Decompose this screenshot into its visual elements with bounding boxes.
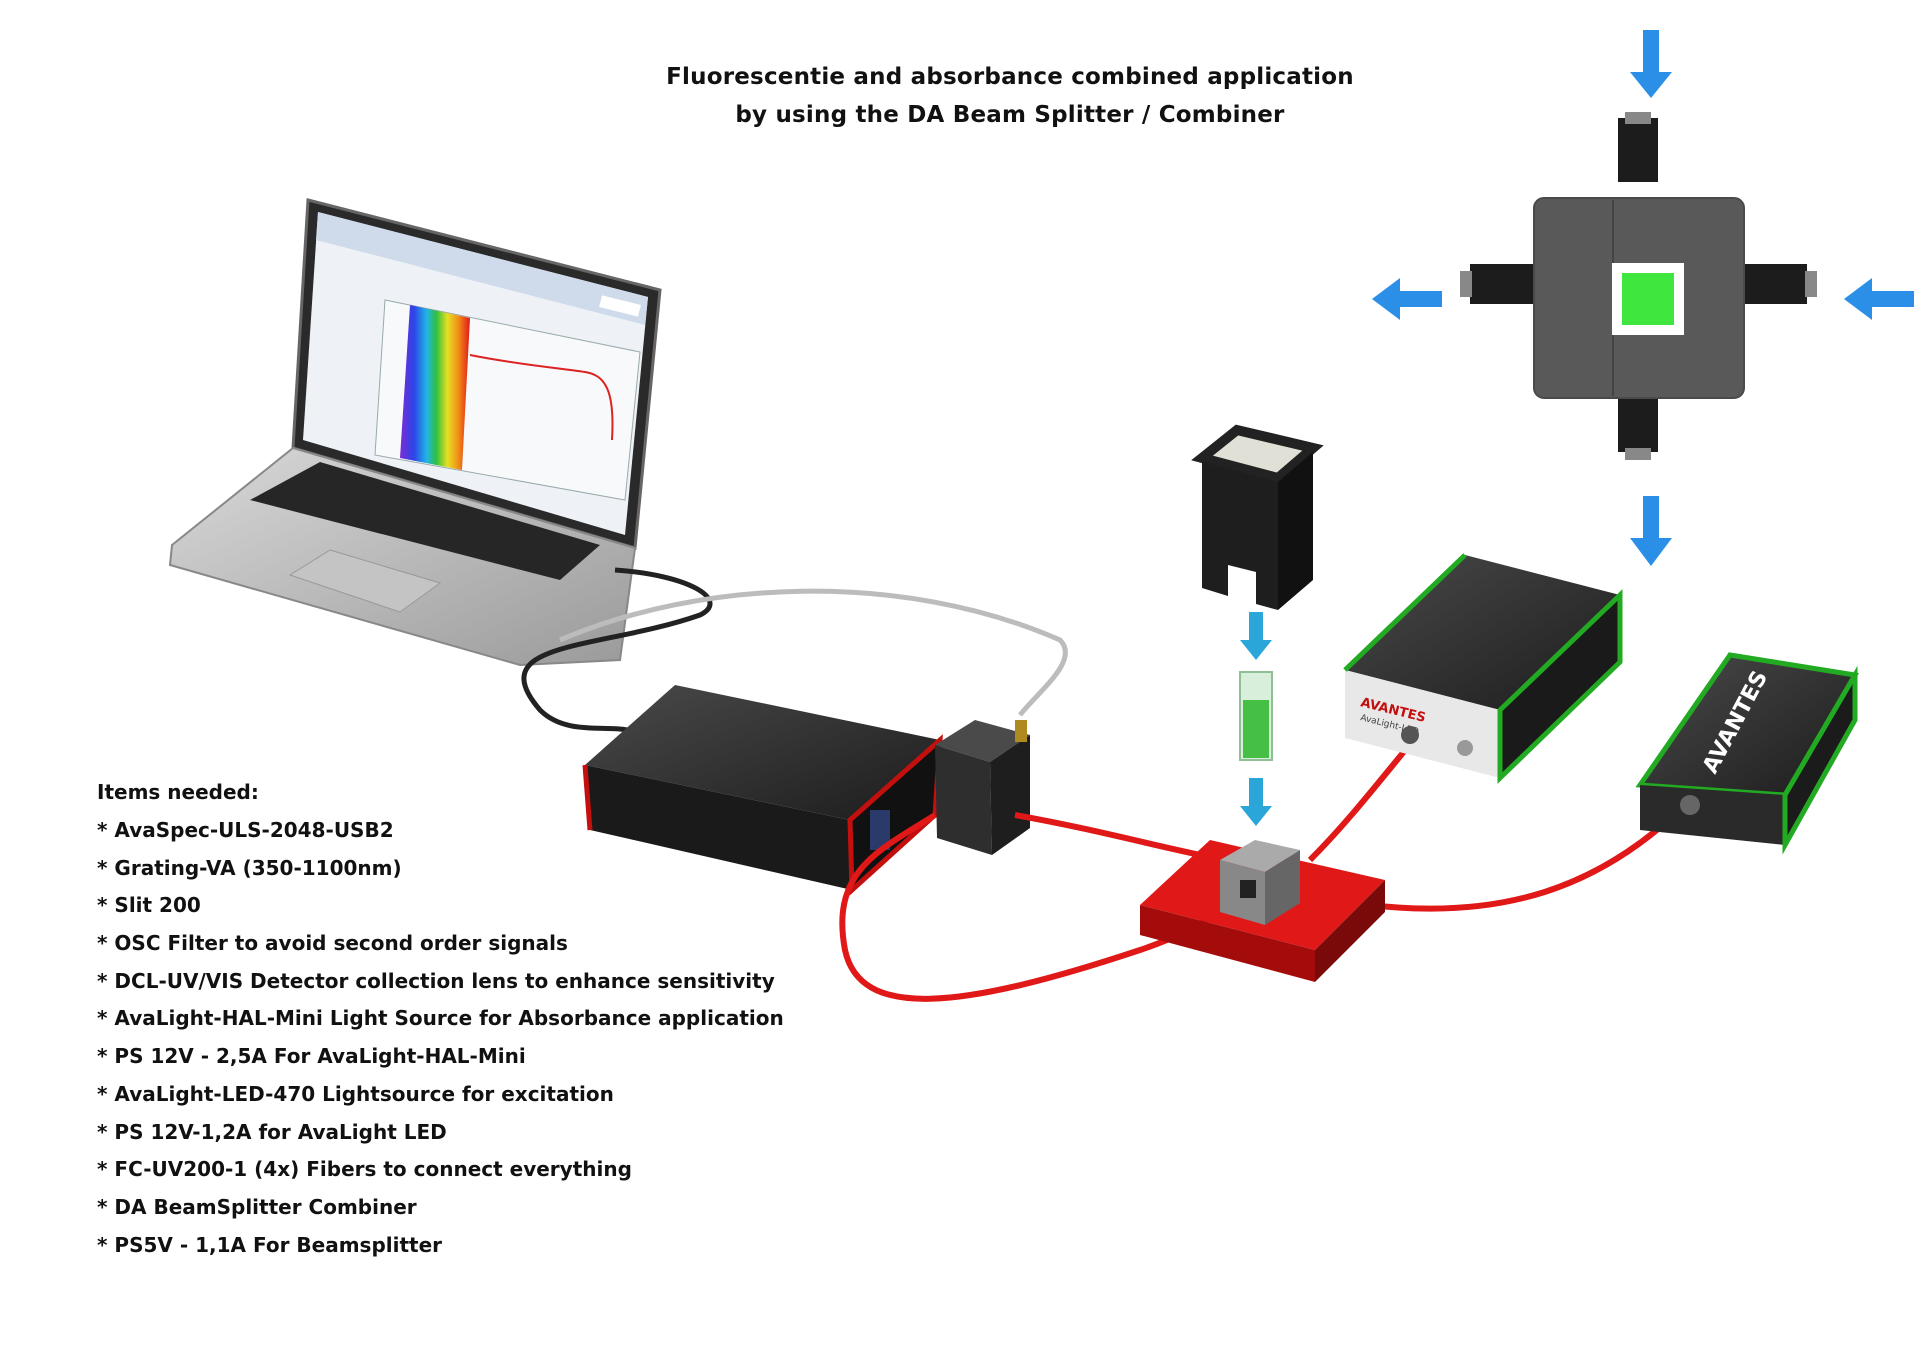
spectrometer-side bbox=[585, 765, 852, 890]
fiber-holder-to-led bbox=[1369, 797, 1693, 912]
cuvette-cover bbox=[1191, 424, 1324, 610]
avalight-hal-mini: AVANTES AvaLight-LED bbox=[1343, 553, 1623, 784]
arrow-down-icon bbox=[1240, 640, 1272, 660]
list-item: * FC-UV200-1 (4x) Fibers to connect ever… bbox=[97, 1157, 632, 1182]
measurement-curve bbox=[469, 354, 614, 441]
software-logo bbox=[599, 295, 641, 317]
beam-splitter-diagram bbox=[1372, 30, 1914, 566]
splitter-window bbox=[1622, 273, 1674, 325]
items-needed-list: Items needed: * AvaSpec-ULS-2048-USB2 * … bbox=[97, 778, 797, 1268]
list-item: * DA BeamSplitter Combiner bbox=[97, 1194, 417, 1219]
cuvette-arrows bbox=[1240, 612, 1272, 826]
hal-knob bbox=[1457, 740, 1473, 756]
avalight-led-470: AVANTES bbox=[1635, 652, 1859, 855]
software-toolbar bbox=[316, 212, 648, 325]
connector-top bbox=[1618, 118, 1658, 182]
laptop bbox=[168, 198, 662, 667]
title-line-1: Fluorescentie and absorbance combined ap… bbox=[666, 64, 1354, 90]
hal-fiber-connector bbox=[1401, 726, 1419, 744]
fiber-splitter-to-holder bbox=[1014, 812, 1226, 863]
arrow-in-right-icon bbox=[1844, 278, 1872, 320]
usb-cable bbox=[521, 567, 713, 738]
power-cable bbox=[559, 588, 1068, 717]
list-item: * Slit 200 bbox=[97, 893, 201, 918]
cuvette bbox=[1239, 671, 1273, 761]
led-fiber-connector bbox=[1680, 795, 1700, 815]
title-line-2: by using the DA Beam Splitter / Combiner bbox=[735, 102, 1285, 128]
arrow-out-bottom-icon bbox=[1630, 538, 1672, 566]
list-item: * PS 12V-1,2A for AvaLight LED bbox=[97, 1119, 447, 1144]
list-item: * OSC Filter to avoid second order signa… bbox=[97, 931, 568, 956]
holder-base-front bbox=[1315, 880, 1385, 982]
list-item: * Grating-VA (350-1100nm) bbox=[97, 855, 402, 880]
arrow-in-top-icon bbox=[1630, 72, 1672, 98]
cuvette-holder bbox=[1140, 840, 1385, 982]
list-item: * AvaSpec-ULS-2048-USB2 bbox=[97, 818, 394, 842]
spectrometer-red-trim bbox=[582, 764, 593, 831]
list-item: * PS 12V - 2,5A For AvaLight-HAL-Mini bbox=[97, 1044, 526, 1069]
spectrometer-top bbox=[585, 685, 940, 820]
list-item: * AvaLight-LED-470 Lightsource for excit… bbox=[97, 1081, 614, 1106]
list-item: * DCL-UV/VIS Detector collection lens to… bbox=[97, 968, 775, 993]
connector-left bbox=[1470, 264, 1534, 304]
spectrum-display bbox=[400, 305, 470, 470]
laptop-keyboard bbox=[250, 462, 600, 580]
items-heading: Items needed: bbox=[97, 780, 259, 804]
spectrometer-avaspec bbox=[582, 685, 943, 896]
laptop-touchpad bbox=[288, 549, 442, 613]
list-item: * PS5V - 1,1A For Beamsplitter bbox=[97, 1232, 443, 1257]
arrow-out-left-icon bbox=[1372, 278, 1400, 320]
arrow-down-icon bbox=[1240, 806, 1272, 826]
beam-splitter-block bbox=[935, 720, 1030, 855]
holder-base-side bbox=[1140, 905, 1315, 982]
spectrometer-label bbox=[870, 810, 890, 850]
connector-right bbox=[1743, 264, 1807, 304]
list-item: * AvaLight-HAL-Mini Light Source for Abs… bbox=[97, 1006, 784, 1031]
